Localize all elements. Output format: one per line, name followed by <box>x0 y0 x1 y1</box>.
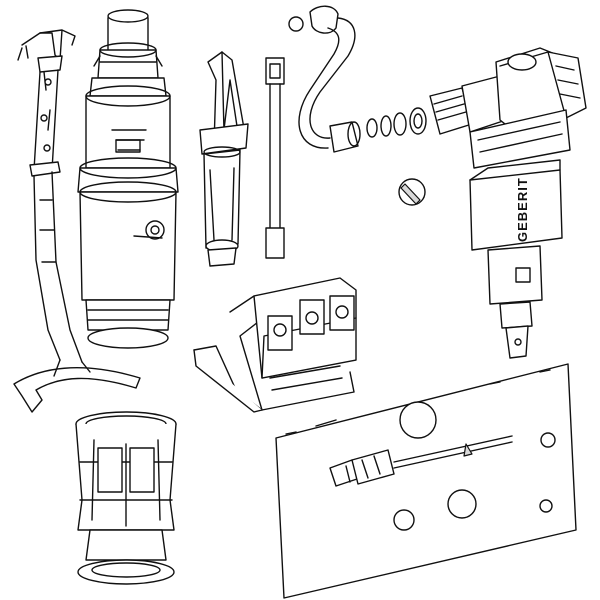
brand-label: GEBERIT <box>515 177 530 242</box>
lift-rod-icon <box>265 57 285 259</box>
bracket-rod-icon <box>13 29 141 413</box>
valve-cage-icon <box>75 411 177 585</box>
washer-icon <box>366 107 427 138</box>
service-panel-icon <box>275 363 577 599</box>
flush-valve-icon <box>77 9 179 349</box>
fill-valve-icon: GEBERIT <box>429 47 587 359</box>
throttle-insert-icon <box>398 178 426 206</box>
clamp-pin-icon <box>199 51 249 267</box>
connection-pipe-icon <box>288 5 361 153</box>
mounting-frame-icon <box>193 277 357 413</box>
